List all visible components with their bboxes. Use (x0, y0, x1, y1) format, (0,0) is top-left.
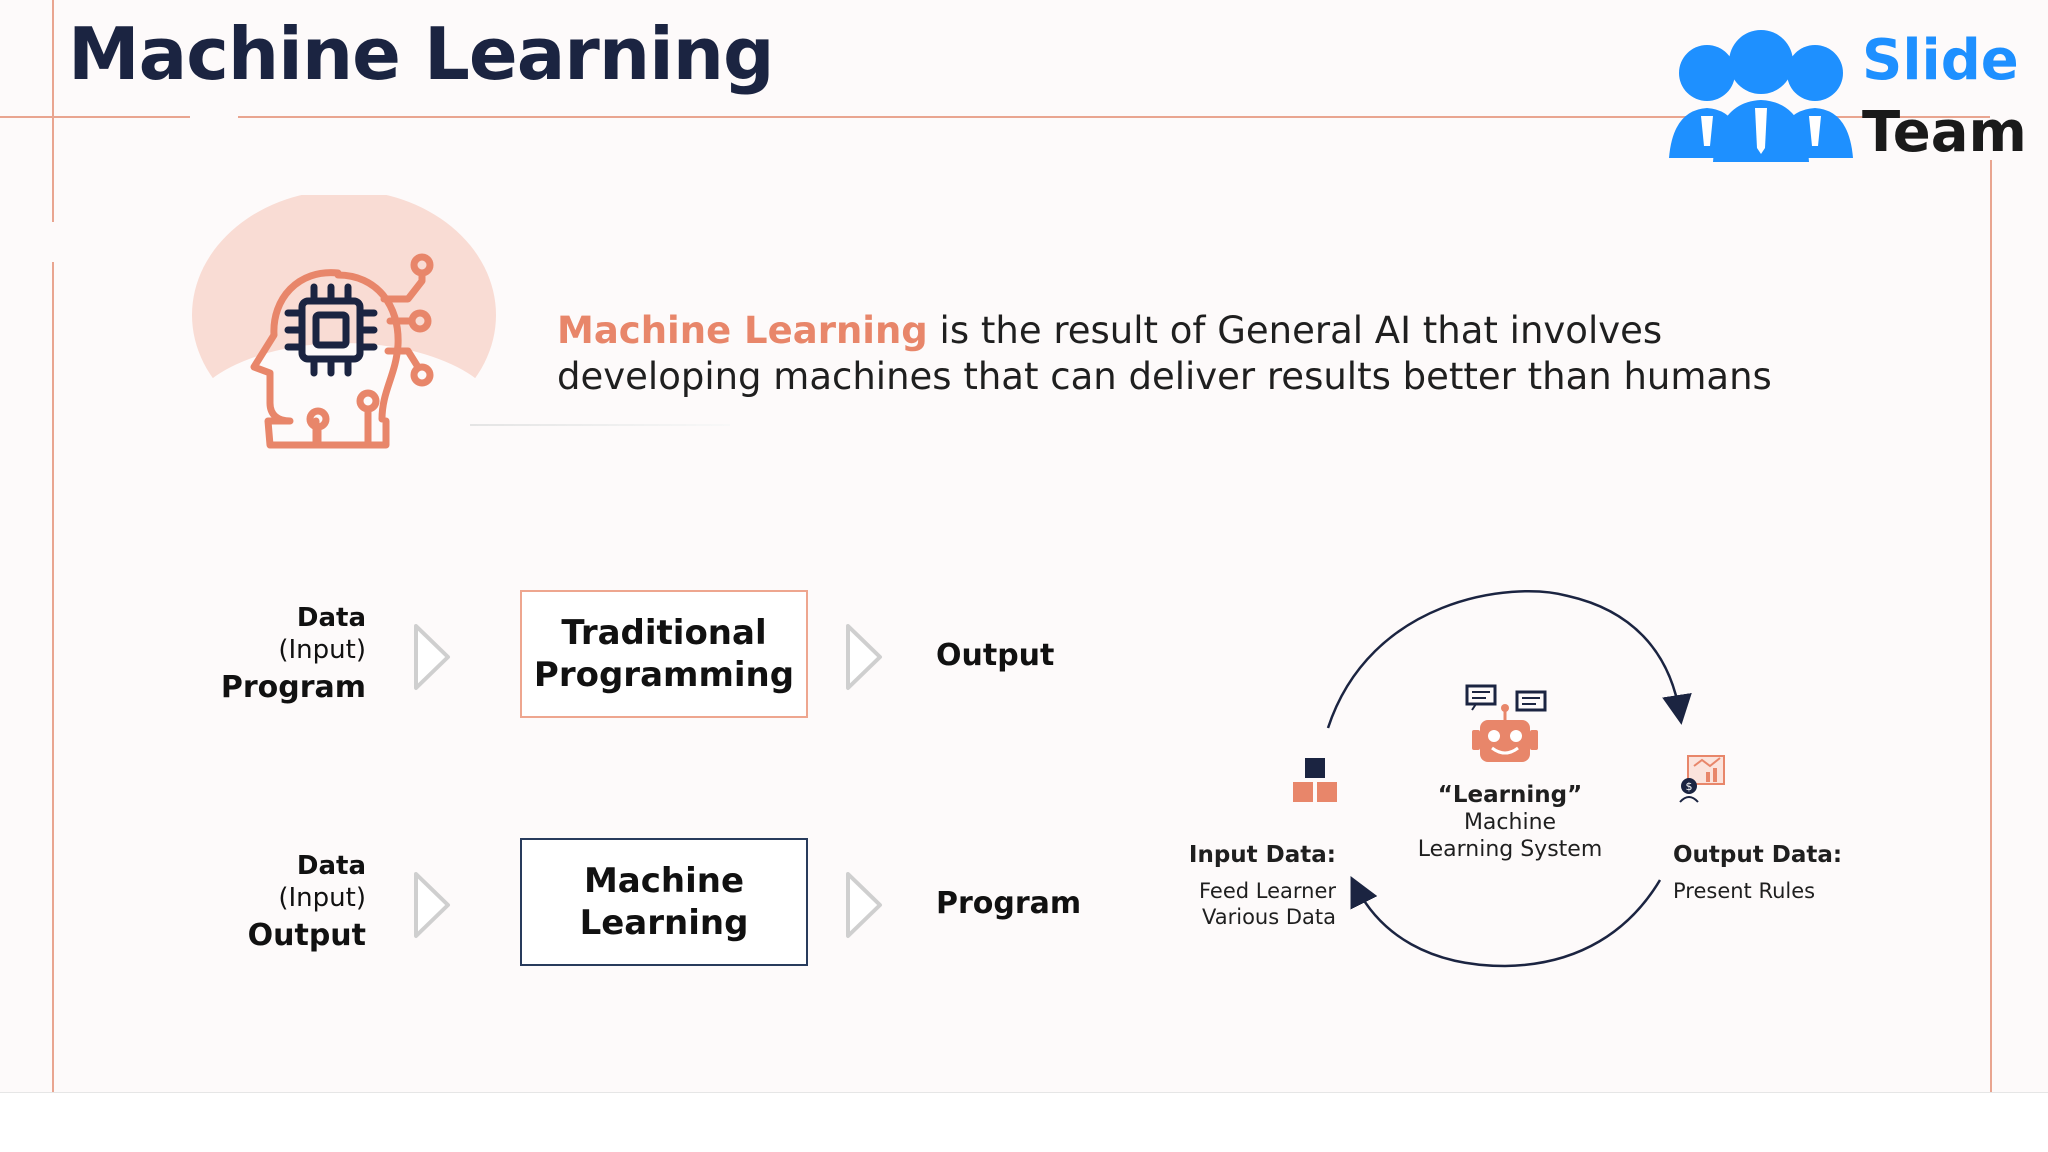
top-rule (0, 116, 190, 118)
row2-input-output: Output (247, 918, 366, 953)
top-rule-right (238, 116, 1990, 118)
cycle-input-label: Input Data: Feed Learner Various Data (1170, 840, 1336, 930)
bottom-rule (0, 1092, 2048, 1093)
chevron-right-icon (414, 872, 450, 938)
row1-input-data: Data (296, 603, 366, 633)
definition-rest: is the result of General AI that involve… (557, 309, 1772, 398)
page-title: Machine Learning (68, 12, 775, 96)
cycle-center-line2: Learning System (1417, 837, 1603, 862)
slideteam-logo: Slide Team (1665, 28, 2027, 168)
chevron-right-icon (414, 624, 450, 690)
slide-background (0, 0, 2048, 1092)
row2-output: Program (936, 886, 1082, 921)
box-line: Learning (579, 903, 749, 943)
row1-input-sub: (Input) (278, 635, 366, 665)
robot-icon (1465, 684, 1547, 762)
cycle-input-line1: Feed Learner (1198, 879, 1336, 903)
cycle-center-title: “Learning” (1437, 782, 1583, 808)
box-line: Machine (583, 861, 745, 901)
team-people-icon (1669, 30, 1853, 162)
cycle-arc-bottom (1350, 876, 1662, 968)
chevron-right-icon (846, 624, 882, 690)
cycle-center-label: “Learning” Machine Learning System (1380, 782, 1640, 863)
learning-cycle-diagram: $ (1293, 590, 1725, 968)
chevron-right-icon (846, 872, 882, 938)
cycle-input-title: Input Data: (1188, 842, 1336, 868)
left-rule (52, 0, 54, 222)
cycle-output-label: Output Data: Present Rules (1673, 840, 1893, 904)
report-icon: $ (1679, 755, 1725, 803)
blocks-icon (1293, 758, 1337, 802)
definition-text: Machine Learning is the result of Genera… (557, 308, 1807, 400)
box-line: Programming (533, 655, 795, 695)
cycle-output-line1: Present Rules (1673, 879, 1816, 903)
logo-word-slide: Slide (1862, 28, 2019, 93)
row1-inputs: Data (Input) Program (176, 602, 366, 710)
cycle-center-line1: Machine (1463, 810, 1557, 835)
left-rule-lower (52, 262, 54, 1092)
divider (470, 424, 730, 426)
definition-highlight: Machine Learning (557, 309, 928, 352)
logo-word-team: Team (1862, 100, 2027, 165)
ai-head-icon (186, 195, 496, 505)
row2-input-sub: (Input) (278, 883, 366, 913)
row1-input-program: Program (220, 670, 366, 705)
row2-inputs: Data (Input) Output (176, 850, 366, 958)
cycle-arc-top (1326, 590, 1692, 729)
cycle-output-title: Output Data: (1673, 842, 1843, 868)
svg-text:$: $ (1686, 780, 1693, 793)
row1-output: Output (936, 638, 1055, 673)
row2-input-data: Data (296, 851, 366, 881)
right-rule (1990, 160, 1992, 1092)
box-line: Traditional (561, 613, 767, 653)
cycle-input-line2: Various Data (1202, 905, 1336, 929)
